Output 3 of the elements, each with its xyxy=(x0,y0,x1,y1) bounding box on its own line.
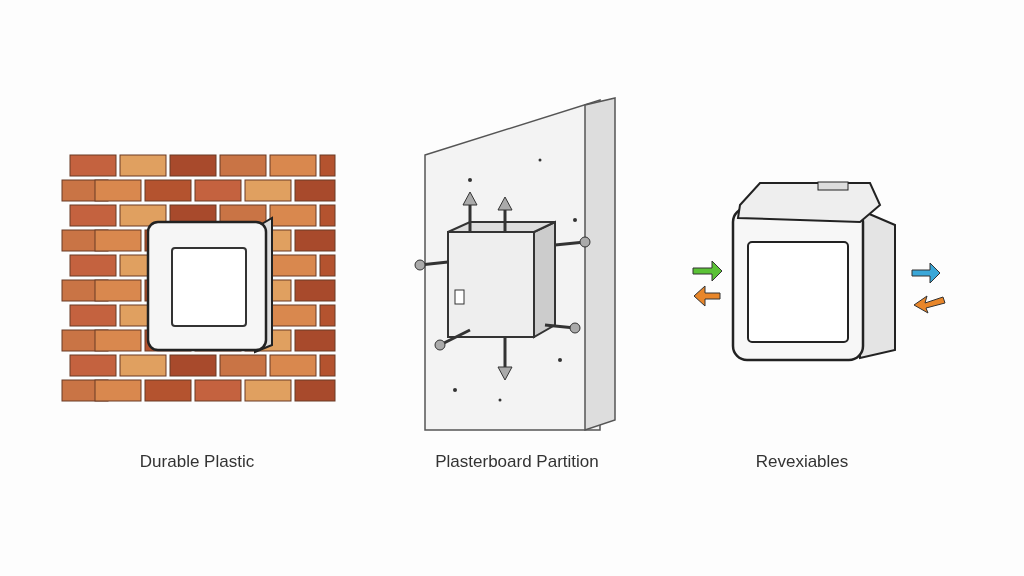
caption: Revexiables xyxy=(755,452,849,472)
caption: Durable Plastic xyxy=(139,452,255,472)
caption: Plasterboard Partition xyxy=(435,452,599,472)
